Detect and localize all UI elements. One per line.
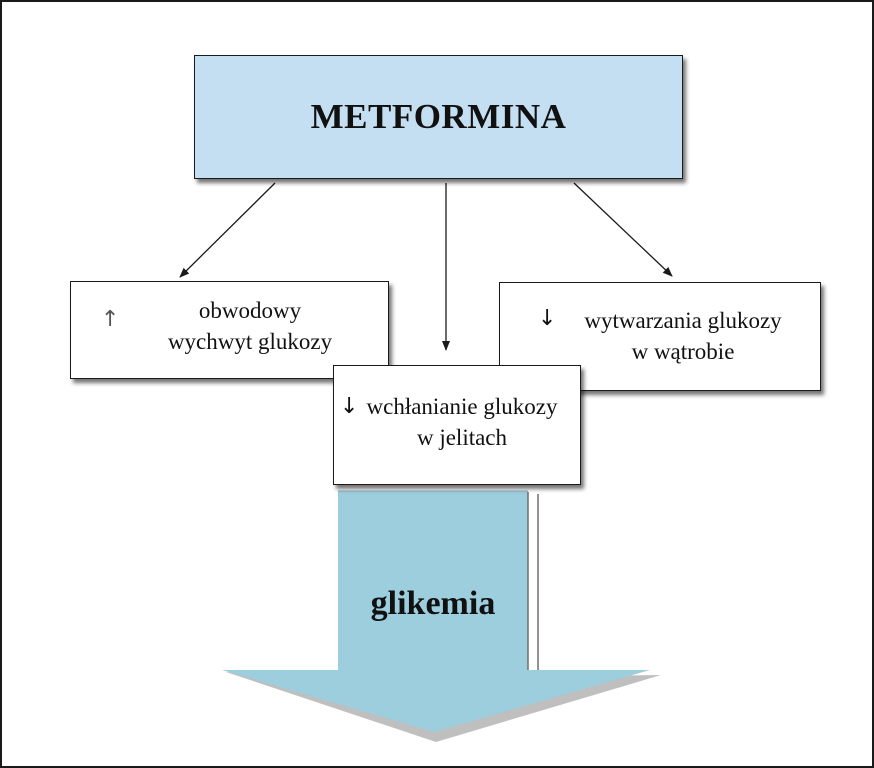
effect-box-hepatic-production: ↓ wytwarzania glukozy w wątrobie: [499, 282, 821, 391]
effect-text-intestinal-absorption: wchłanianie glukozy w jelitach: [346, 391, 578, 453]
effect-line: w jelitach: [416, 425, 508, 450]
effect-box-intestinal-absorption: ↓ wchłanianie glukozy w jelitach: [333, 365, 581, 485]
down-arrow-icon: [222, 490, 661, 742]
down-arrow-icon: ↓: [340, 394, 359, 419]
effect-line: obwodowy: [198, 298, 302, 323]
effect-box-peripheral-uptake: ↑ obwodowy wychwyt glukozy: [70, 281, 389, 379]
effect-line: wychwyt glukozy: [167, 329, 333, 354]
connector-arrow-right: [573, 182, 673, 277]
effect-line: wchłanianie glukozy: [366, 394, 558, 419]
up-arrow-icon: ↑: [101, 307, 120, 332]
effect-text-peripheral-uptake: obwodowy wychwyt glukozy: [125, 295, 375, 357]
metformina-box: METFORMINA: [194, 55, 683, 179]
effect-text-hepatic-production: wytwarzania glukozy w wątrobie: [558, 305, 808, 367]
diagram-title: METFORMINA: [310, 97, 567, 136]
down-arrow-icon: ↓: [538, 306, 557, 331]
effect-line: wytwarzania glukozy: [584, 308, 782, 333]
result-label-glikemia: glikemia: [370, 585, 496, 622]
connector-arrow-left: [179, 182, 276, 278]
effect-line: w wątrobie: [631, 339, 735, 364]
